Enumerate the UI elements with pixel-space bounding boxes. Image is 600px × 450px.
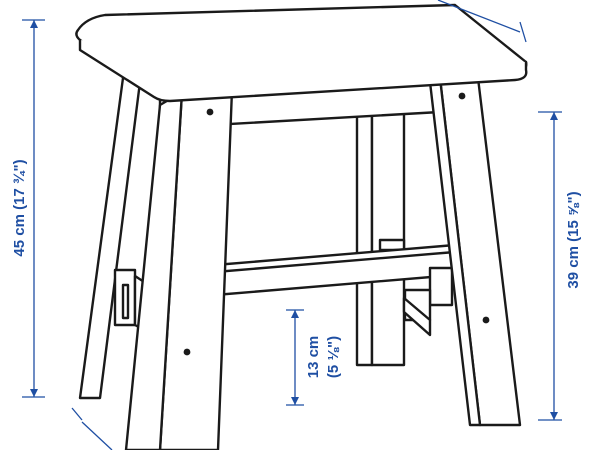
rail-height-dimension: 13 cm (5 ⅛"): [286, 309, 342, 406]
seat-depth-dimension: [437, 0, 527, 43]
seat-top: [75, 3, 528, 103]
front-stretcher: [213, 243, 457, 297]
front-left-leg: [124, 88, 234, 450]
leg-height-label: 39 cm (15 ⅝"): [565, 191, 582, 288]
right-side-stretcher: [402, 266, 454, 337]
total-height-label: 45 cm (17 ¾"): [11, 159, 28, 256]
rail-height-metric: 13 cm: [305, 336, 322, 379]
rail-height-imperial: (5 ⅛"): [325, 336, 342, 378]
base-depth-dimension: [71, 407, 113, 450]
screw-holes: [183, 92, 490, 356]
back-right-leg: [355, 110, 406, 367]
back-left-leg: [78, 76, 142, 400]
leg-height-dimension: 39 cm (15 ⅝"): [538, 111, 582, 421]
total-height-dimension: 45 cm (17 ¾"): [11, 19, 45, 398]
